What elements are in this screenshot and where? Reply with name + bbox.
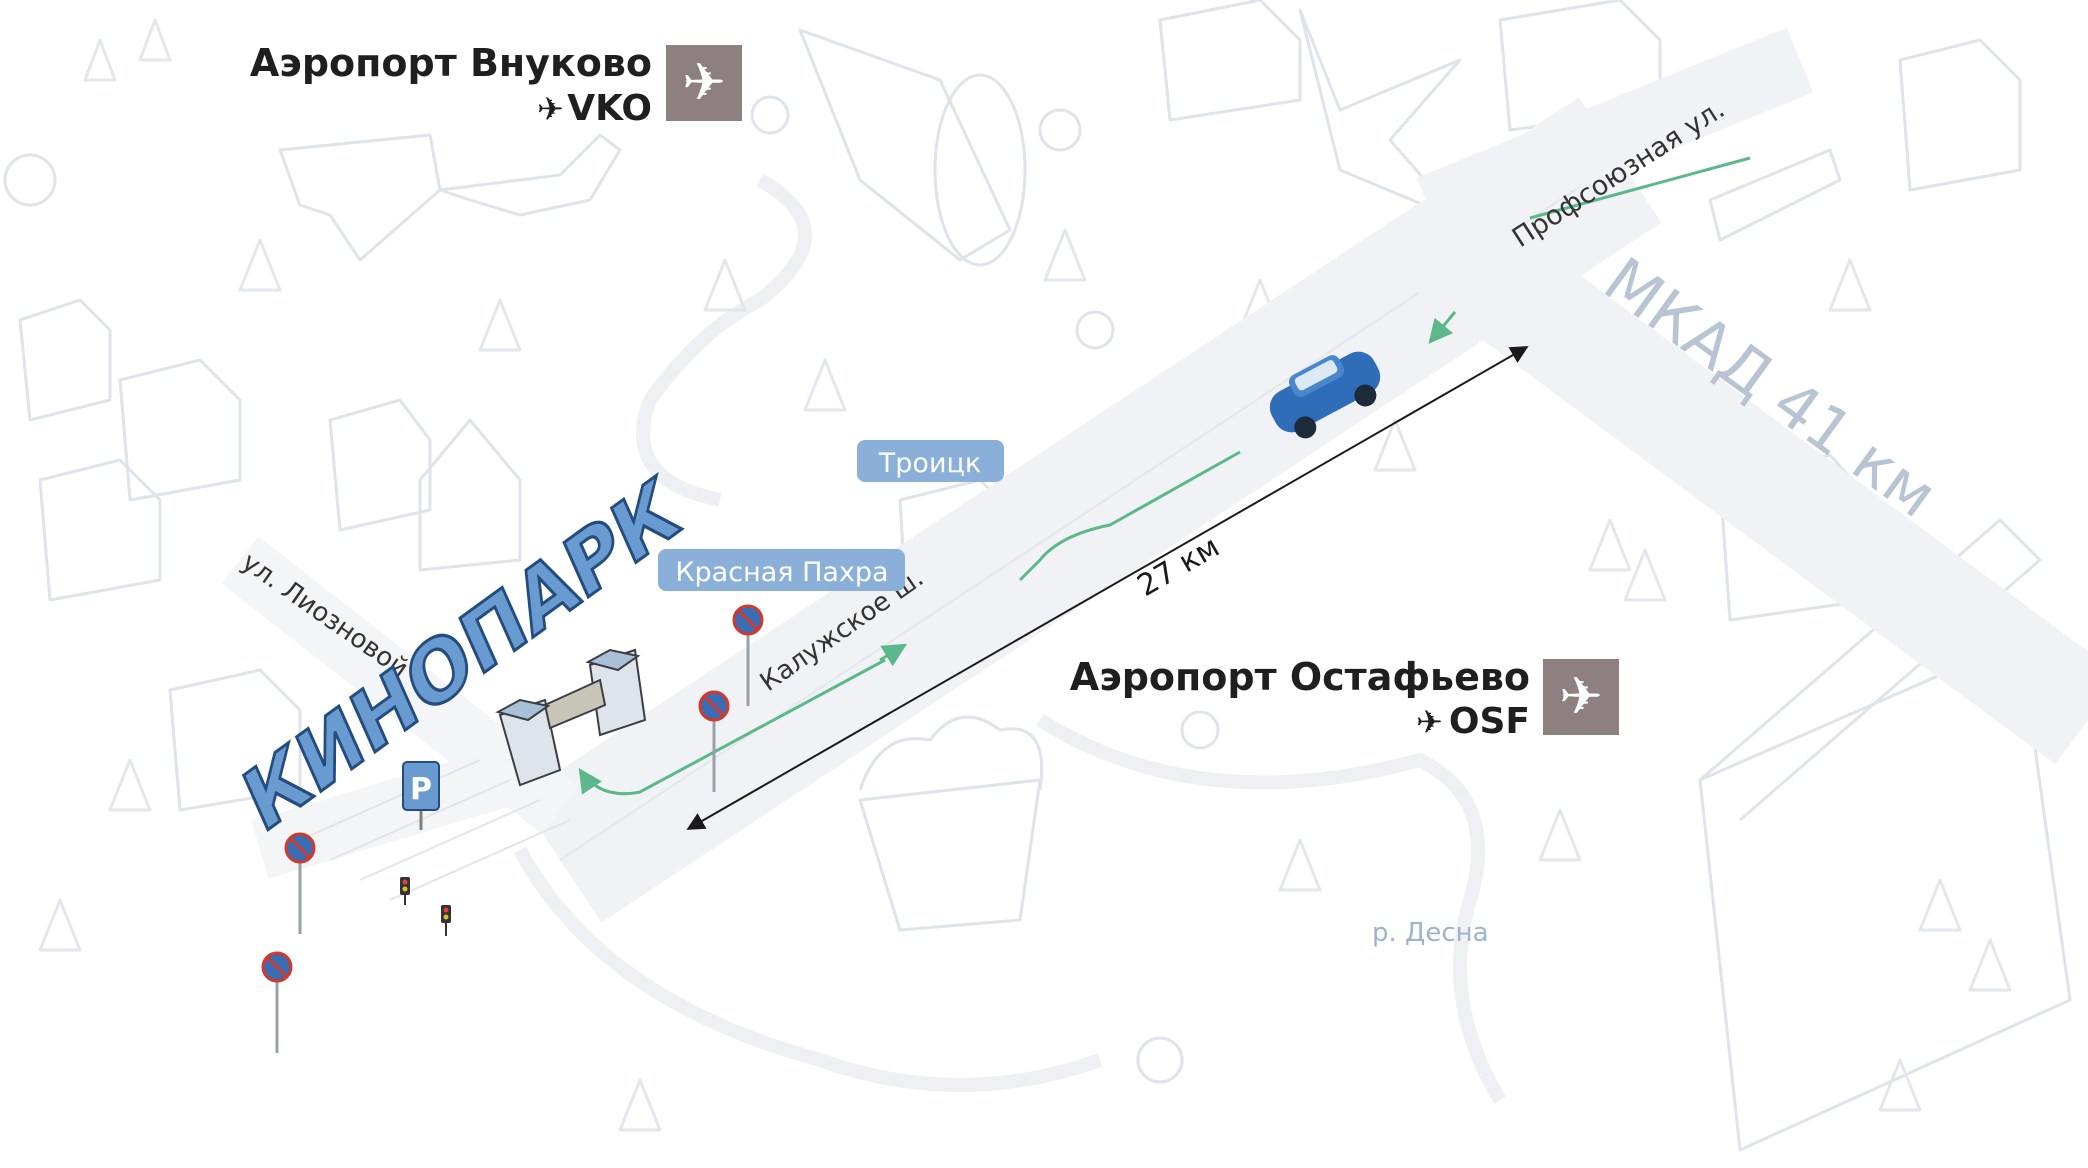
airport-vnukovo: Аэропорт Внуково ✈ VKO ✈ xyxy=(250,41,742,129)
airport-name: Аэропорт Внуково xyxy=(250,41,652,85)
place-label-krasnaya-pakhra: Красная Пахра xyxy=(658,549,905,591)
traffic-light-icon xyxy=(400,877,410,905)
no-parking-sign-icon xyxy=(261,951,293,1053)
no-parking-sign-icon xyxy=(284,832,316,934)
place-label-troitsk: Троицк xyxy=(857,440,1004,482)
airport-badge xyxy=(1543,659,1619,735)
svg-text:Красная Пахра: Красная Пахра xyxy=(675,557,888,588)
distance-arrow xyxy=(686,346,1529,830)
airport-badge xyxy=(666,45,742,121)
svg-text:P: P xyxy=(410,772,432,807)
airport-code: VKO xyxy=(567,88,652,129)
background-scenery xyxy=(3,0,2072,1152)
airplane-small-icon: ✈ xyxy=(1416,703,1443,741)
car-icon xyxy=(1269,351,1381,439)
river-label-desna: р. Десна xyxy=(1372,918,1489,948)
airport-name: Аэропорт Остафьево xyxy=(1070,655,1530,699)
no-parking-sign-icon xyxy=(698,690,730,792)
airplane-icon: ✈ xyxy=(682,53,726,113)
airport-ostafyevo: Аэропорт Остафьево ✈ OSF ✈ xyxy=(1070,655,1619,742)
airplane-icon: ✈ xyxy=(1559,667,1603,727)
traffic-light-icon xyxy=(441,905,451,936)
no-parking-sign-icon xyxy=(732,604,764,706)
airplane-small-icon: ✈ xyxy=(537,90,564,128)
parking-sign-icon: P xyxy=(402,761,440,830)
svg-text:Троицк: Троицк xyxy=(878,448,981,479)
airport-code: OSF xyxy=(1449,701,1530,742)
